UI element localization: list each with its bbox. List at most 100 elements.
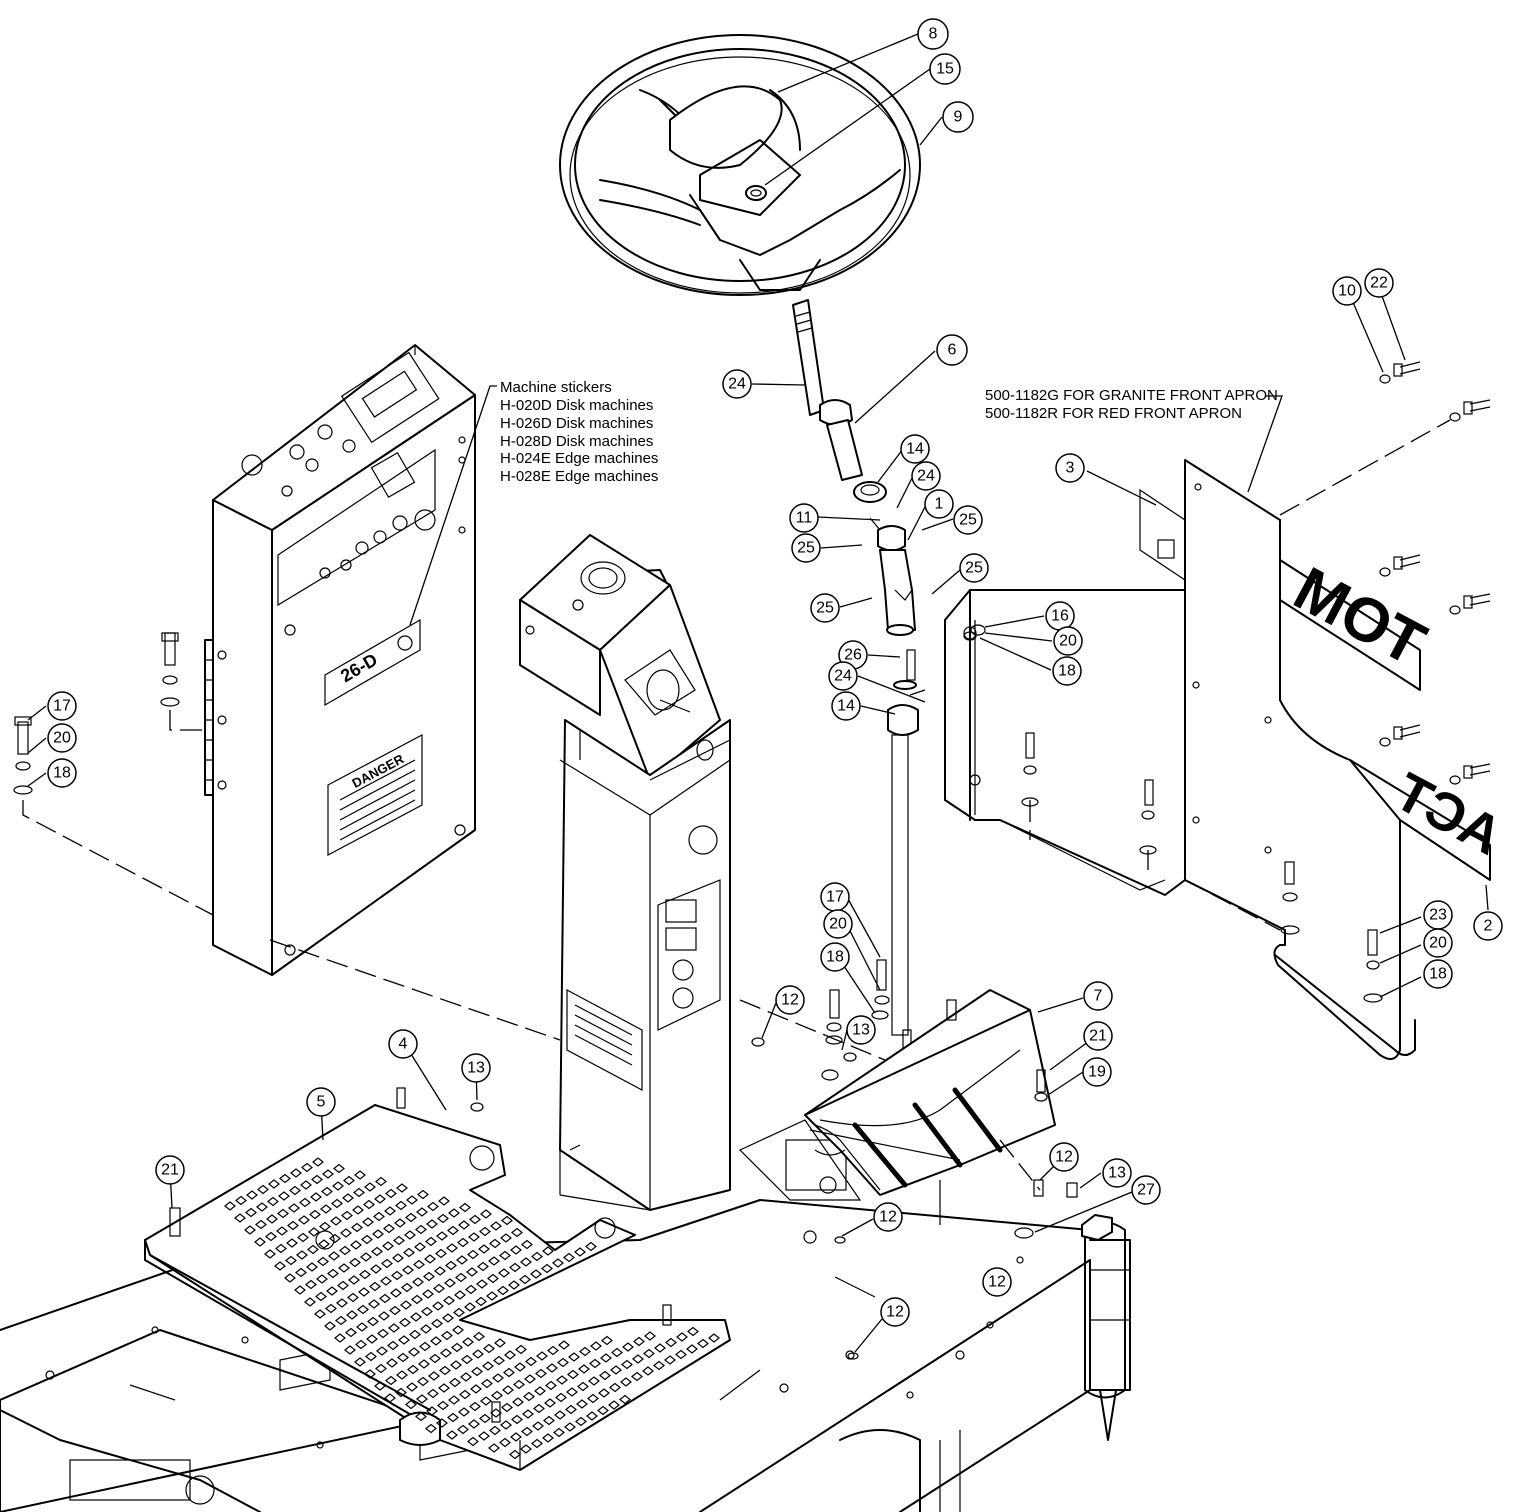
tread-diamond bbox=[268, 1179, 280, 1189]
steering-column bbox=[792, 299, 926, 1051]
tread-diamond bbox=[611, 1347, 623, 1358]
tread-diamond bbox=[578, 1364, 590, 1374]
tread-diamond bbox=[598, 1388, 610, 1398]
tread-diamond bbox=[504, 1350, 516, 1360]
svg-text:13: 13 bbox=[467, 1060, 485, 1077]
fasteners bbox=[169, 361, 1491, 1423]
callout-20: 20 bbox=[1423, 928, 1453, 958]
tread-diamond bbox=[619, 1394, 631, 1405]
svg-text:6: 6 bbox=[948, 342, 957, 359]
tread-diamond bbox=[267, 1196, 279, 1207]
tread-diamond bbox=[511, 1227, 523, 1238]
tread-diamond bbox=[388, 1323, 400, 1333]
tread-diamond bbox=[585, 1241, 597, 1252]
tread-diamond bbox=[451, 1342, 463, 1353]
tread-diamond bbox=[351, 1222, 363, 1233]
tread-diamond bbox=[502, 1385, 514, 1395]
tread-diamond bbox=[446, 1243, 458, 1253]
tread-diamond bbox=[408, 1347, 420, 1357]
tread-diamond bbox=[708, 1333, 720, 1343]
callout-15: 15 bbox=[929, 53, 961, 85]
tread-diamond bbox=[508, 1280, 520, 1290]
tread-diamond bbox=[381, 1258, 393, 1269]
tread-diamond bbox=[631, 1371, 643, 1382]
callout-21: 21 bbox=[1083, 1021, 1113, 1051]
tread-diamond bbox=[347, 1292, 359, 1303]
tread-diamond bbox=[391, 1270, 403, 1281]
tread-diamond bbox=[482, 1361, 494, 1371]
tread-diamond bbox=[383, 1223, 395, 1234]
tread-diamond bbox=[412, 1277, 424, 1287]
tread-diamond bbox=[393, 1235, 405, 1246]
tread-diamond bbox=[438, 1383, 450, 1393]
tread-diamond bbox=[586, 1411, 598, 1421]
tread-diamond bbox=[375, 1176, 387, 1187]
tread-diamond bbox=[503, 1367, 515, 1378]
console-fasteners bbox=[13, 632, 214, 916]
tread-diamond bbox=[336, 1298, 348, 1308]
tread-diamond bbox=[601, 1335, 613, 1346]
tread-diamond bbox=[326, 1286, 338, 1296]
tread-diamond bbox=[407, 1364, 419, 1375]
tread-diamond bbox=[459, 1389, 471, 1400]
tread-diamond bbox=[455, 1272, 467, 1283]
callout-3: 3 bbox=[1055, 453, 1085, 483]
callout-6: 6 bbox=[936, 334, 968, 366]
tread-diamond bbox=[555, 1392, 567, 1403]
tread-diamond bbox=[362, 1217, 374, 1227]
tread-diamond bbox=[547, 1345, 559, 1356]
tread-diamond bbox=[399, 1317, 411, 1328]
tread-diamond bbox=[404, 1230, 416, 1240]
tread-diamond bbox=[457, 1424, 469, 1435]
tread-diamond bbox=[565, 1404, 577, 1415]
tread-diamond bbox=[465, 1284, 477, 1295]
tread-diamond bbox=[254, 1237, 266, 1247]
tread-diamond bbox=[359, 1269, 371, 1280]
tread-diamond bbox=[256, 1202, 268, 1212]
tread-diamond bbox=[299, 1197, 311, 1208]
tread-diamond bbox=[360, 1252, 372, 1262]
tread-diamond bbox=[515, 1344, 527, 1355]
tread-diamond bbox=[478, 1244, 490, 1254]
tread-diamond bbox=[590, 1341, 602, 1351]
tread-diamond bbox=[427, 1201, 439, 1212]
tread-diamond bbox=[622, 1342, 634, 1352]
tread-diamond bbox=[697, 1338, 709, 1349]
tread-diamond bbox=[297, 1232, 309, 1243]
tread-diamond bbox=[621, 1359, 633, 1370]
tread-diamond bbox=[377, 1328, 389, 1339]
tread-diamond bbox=[411, 1294, 423, 1305]
tread-diamond bbox=[500, 1420, 512, 1430]
tread-diamond bbox=[354, 1357, 366, 1367]
callout-16: 16 bbox=[1045, 601, 1075, 631]
tread-diamond bbox=[374, 1194, 386, 1204]
tread-diamond bbox=[275, 1243, 287, 1254]
tread-diamond bbox=[401, 1282, 413, 1293]
tread-diamond bbox=[422, 1289, 434, 1299]
tread-diamond bbox=[445, 1260, 457, 1271]
tread-diamond bbox=[446, 1430, 458, 1440]
svg-text:18: 18 bbox=[1058, 663, 1076, 680]
svg-text:24: 24 bbox=[917, 468, 935, 485]
apron-bracket bbox=[944, 589, 1186, 896]
tread-diamond bbox=[497, 1285, 509, 1296]
tread-diamond bbox=[450, 1360, 462, 1370]
tread-diamond bbox=[385, 1375, 397, 1386]
tread-diamond bbox=[415, 1411, 427, 1422]
tread-diamond bbox=[346, 1310, 358, 1320]
callout-22: 22 bbox=[1364, 268, 1394, 298]
callout-14: 14 bbox=[900, 434, 930, 464]
tread-diamond bbox=[410, 1312, 422, 1322]
tread-diamond bbox=[442, 1313, 454, 1323]
callout-19: 19 bbox=[1082, 1057, 1112, 1087]
tread-diamond bbox=[266, 1214, 278, 1224]
tread-diamond bbox=[535, 1368, 547, 1379]
callout-10: 10 bbox=[1332, 276, 1362, 306]
tread-diamond bbox=[396, 1183, 408, 1193]
svg-text:20: 20 bbox=[1429, 935, 1447, 952]
svg-text:27: 27 bbox=[1137, 1182, 1155, 1199]
tread-diamond bbox=[309, 1209, 321, 1220]
tread-diamond bbox=[325, 1303, 337, 1314]
tread-diamond bbox=[439, 1365, 451, 1376]
tread-diamond bbox=[426, 1219, 438, 1229]
